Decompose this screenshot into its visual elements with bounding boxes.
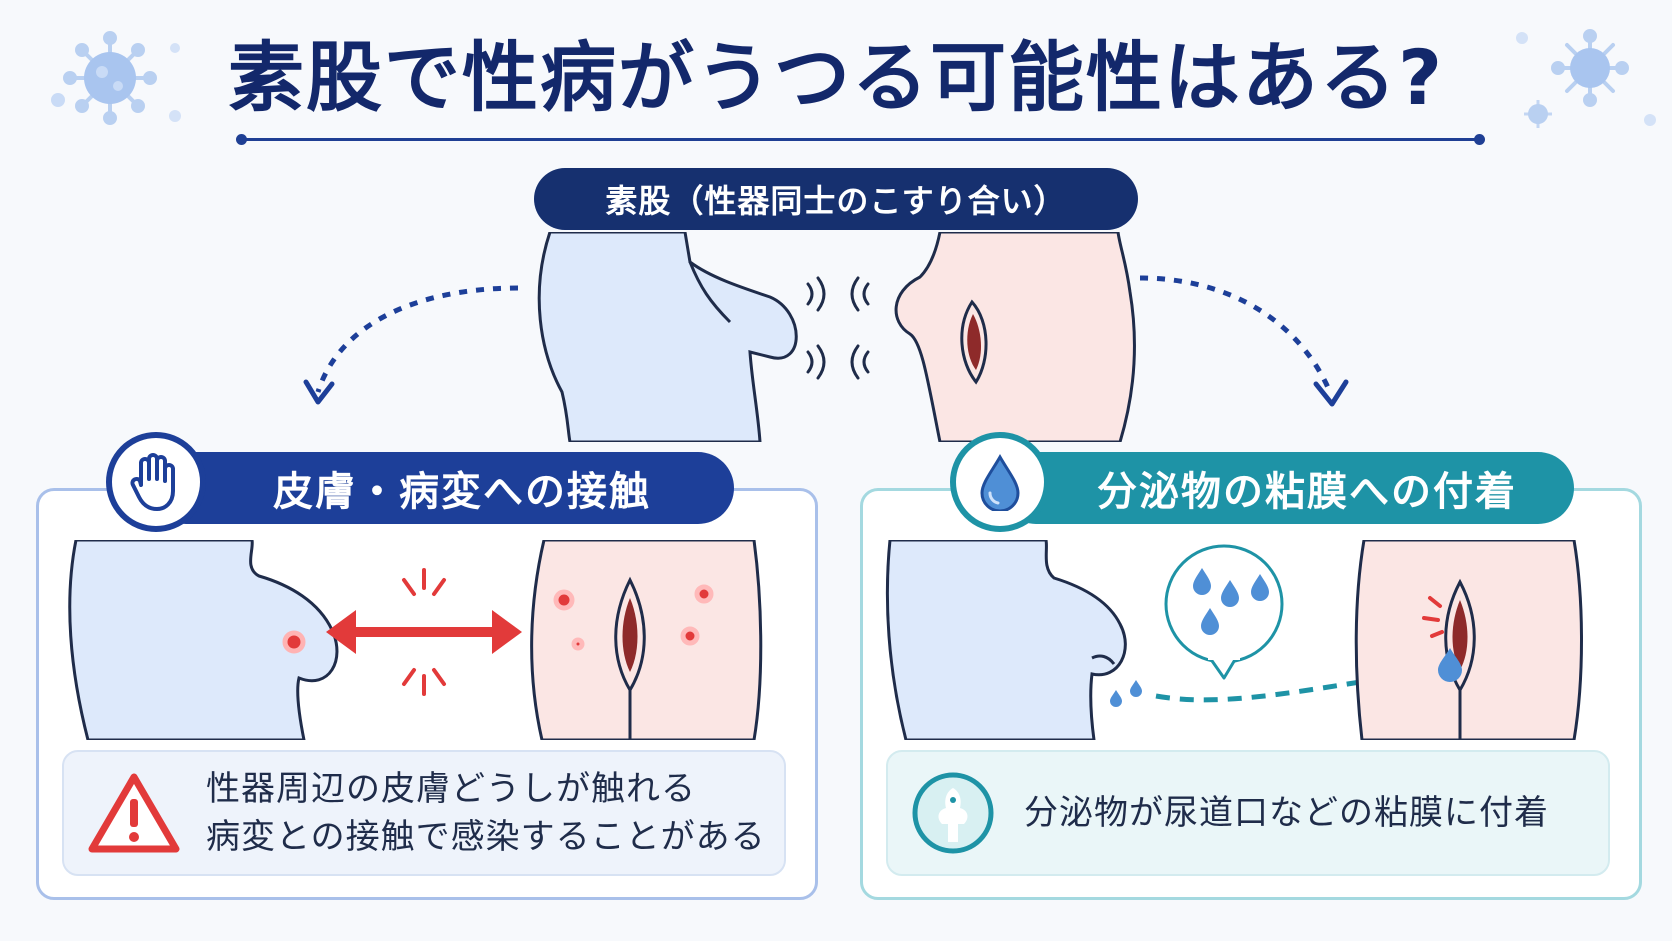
hand-icon-badge — [106, 432, 206, 532]
note-line: 性器周辺の皮膚どうしが触れる — [206, 769, 696, 809]
note-line: 病変との接触で感染することがある — [206, 817, 766, 857]
male-body — [537, 232, 798, 442]
virus-icon — [1516, 29, 1656, 128]
lesion — [694, 584, 714, 604]
warning-icon — [88, 773, 180, 853]
double-arrow-icon — [326, 610, 522, 654]
page-title: 素股で性病がうつる可能性はある? — [227, 33, 1445, 122]
title-underline-dot — [236, 134, 247, 145]
note-line: 分泌物が尿道口などの粘膜に付着 — [1024, 793, 1549, 833]
lesion — [282, 630, 306, 654]
virus-icon — [51, 31, 181, 125]
skin-contact-illustration — [68, 540, 763, 740]
lesion — [680, 626, 700, 646]
title-underline — [240, 138, 1480, 141]
lesion — [553, 589, 575, 611]
skin-contact-note: 性器周辺の皮膚どうしが触れる 病変との接触で感染することがある — [62, 750, 786, 876]
title-underline-dot — [1474, 134, 1485, 145]
female-body — [894, 232, 1137, 442]
droplet-icon — [980, 453, 1020, 511]
secretion-illustration — [885, 540, 1583, 740]
secretion-note: 分泌物が尿道口などの粘膜に付着 — [886, 750, 1610, 876]
secretion-heading: 分泌物の粘膜への付着 — [1000, 452, 1574, 524]
skin-contact-heading: 皮膚・病変への接触 — [150, 452, 734, 524]
arrow-to-right — [1139, 275, 1333, 393]
hand-icon — [130, 453, 175, 511]
lesion — [571, 637, 585, 651]
droplet-icon-badge — [950, 432, 1050, 532]
droplet-icon — [1193, 568, 1269, 635]
arrow-to-left — [315, 285, 519, 393]
top-label-pill: 素股（性器同士のこすり合い） — [534, 168, 1138, 230]
urethra-icon — [912, 772, 994, 854]
contact-illustration — [303, 232, 1349, 442]
